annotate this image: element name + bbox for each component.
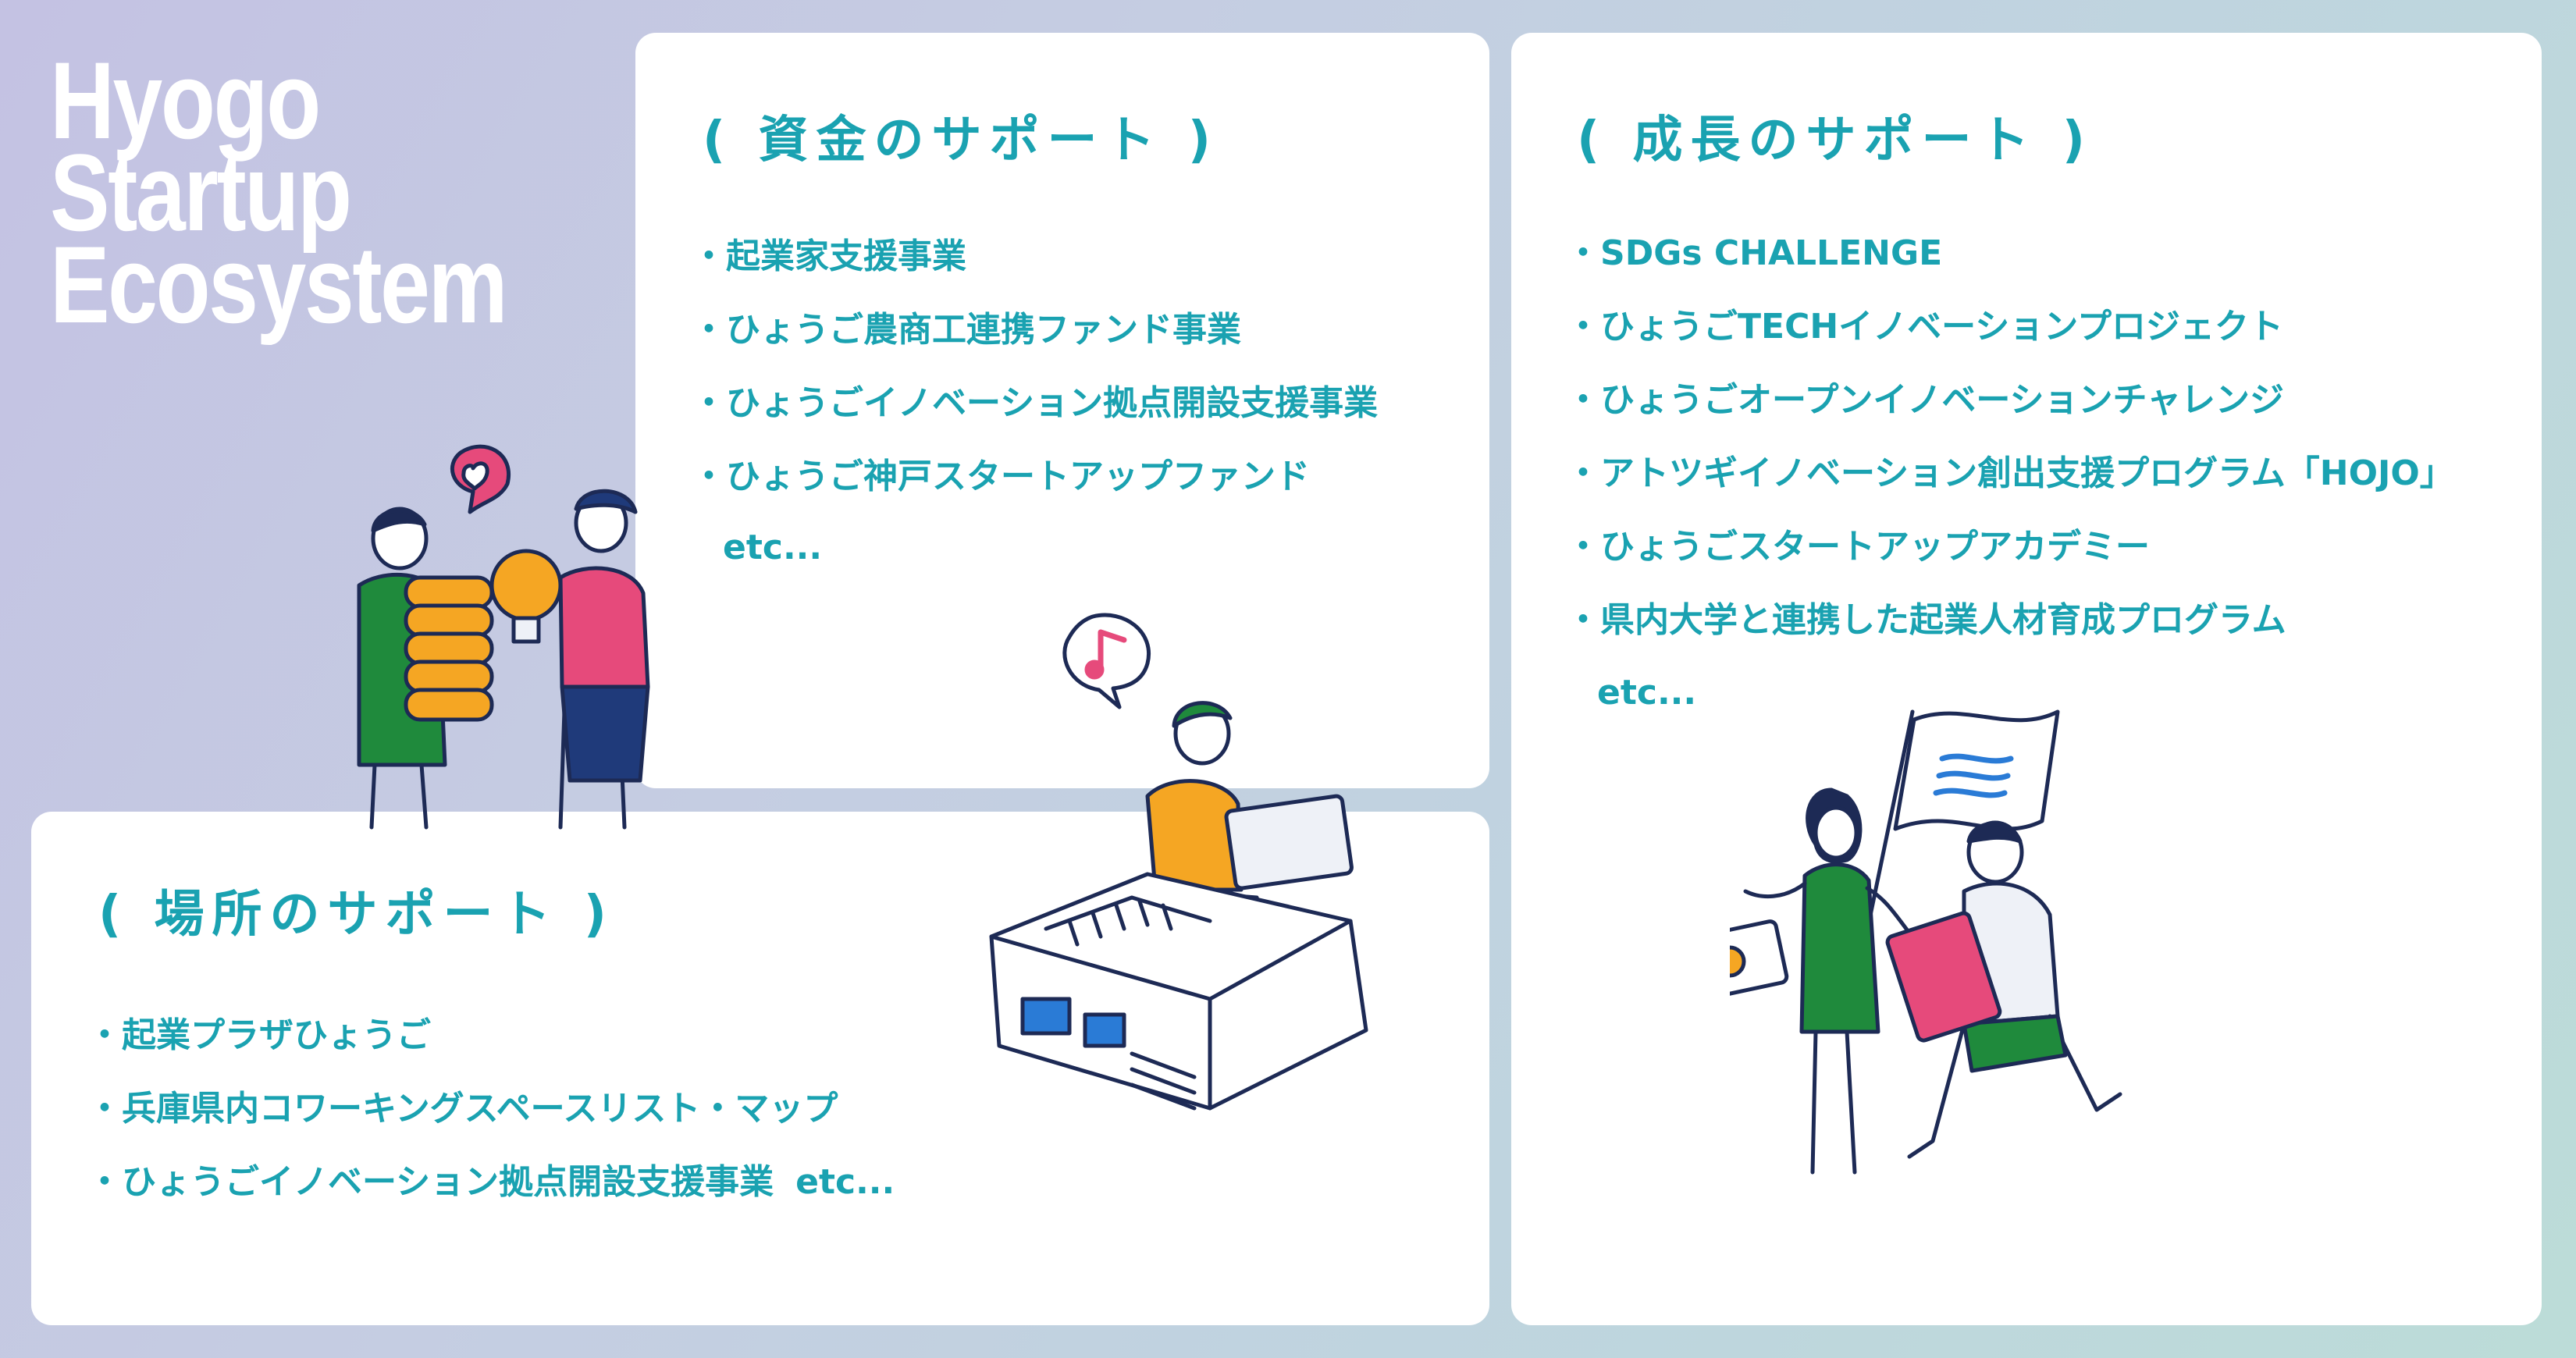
presenter-face [1813,805,1859,860]
flag-icon [1893,709,2060,831]
brand-line-2: Startup [50,131,352,254]
growth-item[interactable]: ひょうごスタートアップアカデミー [1566,510,2454,584]
flag-pole [1863,709,1915,940]
place-item[interactable]: ひょうごイノベーション拠点開設支援事業etc... [87,1146,895,1219]
sitting-person-shirt [1145,779,1244,892]
funding-list: 起業家支援事業 ひょうご農商工連携ファンド事業 ひょうごイノベーション拠点開設支… [692,220,1378,514]
person-right-shirt [558,566,650,689]
place-item[interactable]: 兵庫県内コワーキングスペースリスト・マップ [87,1072,895,1146]
presenter-legs [1810,1029,1857,1175]
funding-title: ( 資金のサポート ) [703,112,1219,169]
lightbulb-icon [489,549,563,622]
heart-icon [461,461,489,491]
team-flag-illustration [1730,709,2122,1175]
growth-item[interactable]: 県内大学と連携した起業人材育成プログラム [1566,584,2454,657]
place-list: 起業プラザひょうご 兵庫県内コワーキングスペースリスト・マップ ひょうごイノベー… [87,999,895,1219]
place-item[interactable]: 起業プラザひょうご [87,999,895,1072]
growth-etc: etc... [1597,673,1697,713]
funding-support-card: ( 資金のサポート ) 起業家支援事業 ひょうご農商工連携ファンド事業 ひょうご… [635,33,1489,788]
coin-stack-icon [404,575,494,610]
growth-item[interactable]: SDGs CHALLENGE [1566,217,2454,290]
laptop-icon [1224,794,1354,891]
coins-idea-illustration [357,444,650,830]
folder-icon [1885,911,2002,1043]
funding-etc: etc... [723,528,823,567]
speech-bubble-music [1062,613,1151,709]
growth-item[interactable]: ひょうごTECHイノベーションプロジェクト [1566,290,2454,364]
brand-heading: Hyogo Startup Ecosystem [50,39,511,346]
cap-icon [574,489,638,514]
funding-item[interactable]: 起業家支援事業 [692,220,1378,293]
brand-line-1: Hyogo [50,39,321,162]
building-laptop-illustration [989,613,1368,1111]
funding-item[interactable]: ひょうご農商工連携ファンド事業 [692,293,1378,367]
presenter-suit [1799,862,1880,1034]
growth-list: SDGs CHALLENGE ひょうごTECHイノベーションプロジェクト ひょう… [1566,217,2454,657]
place-title: ( 場所のサポート ) [98,886,615,944]
growth-support-card: ( 成長のサポート ) SDGs CHALLENGE ひょうごTECHイノベーシ… [1511,33,2542,1325]
presenter-arm [1743,881,1807,899]
brand-line-3: Ecosystem [50,223,508,346]
music-note-icon [1098,629,1127,671]
place-etc: etc... [795,1162,895,1202]
growth-item[interactable]: アトツギイノベーション創出支援プログラム「HOJO」 [1566,437,2454,510]
growth-item[interactable]: ひょうごオープンイノベーションチャレンジ [1566,364,2454,437]
funding-item[interactable]: ひょうごイノベーション拠点開設支援事業 [692,367,1378,440]
growth-title: ( 成長のサポート ) [1577,112,2094,169]
funding-item[interactable]: ひょうご神戸スタートアップファンド [692,440,1378,514]
